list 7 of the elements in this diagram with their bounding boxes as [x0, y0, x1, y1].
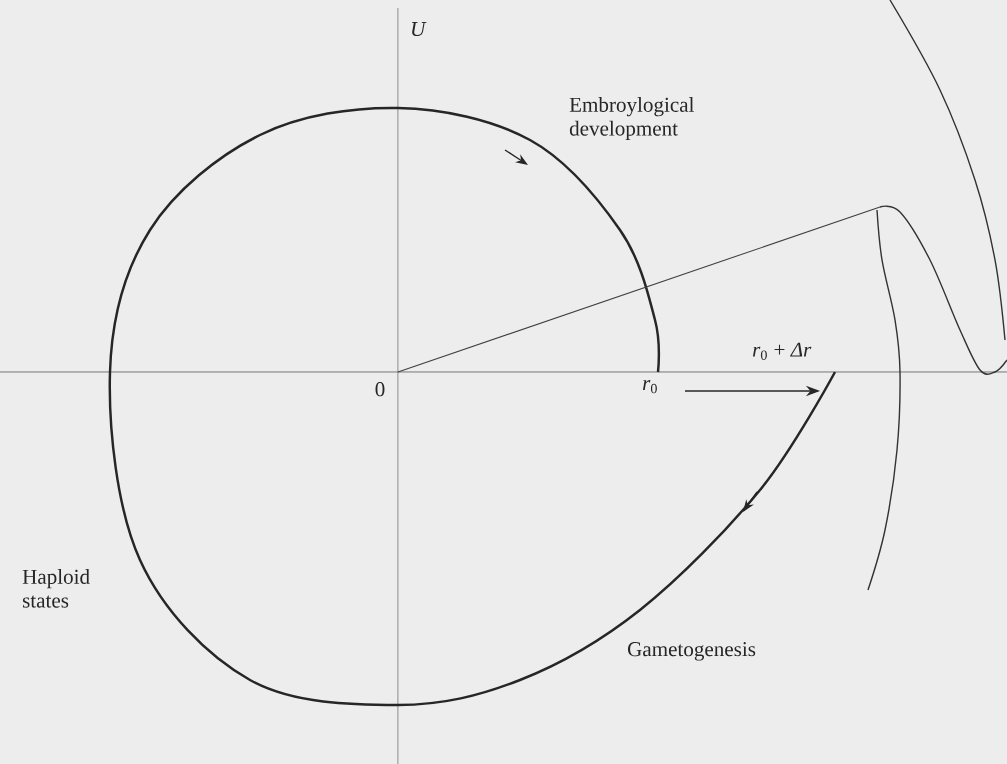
curve-label: Haploid states — [22, 569, 90, 608]
axis-label: r$_{0}$ — [642, 380, 657, 394]
axis-label: U — [412, 22, 427, 37]
axis-label: r$_{0}$ + Δr — [752, 342, 812, 360]
curve-label: Embroylogical development — [569, 97, 694, 140]
curve-label: Gametogenesis — [627, 642, 756, 661]
axis-label: 0 — [375, 382, 385, 397]
